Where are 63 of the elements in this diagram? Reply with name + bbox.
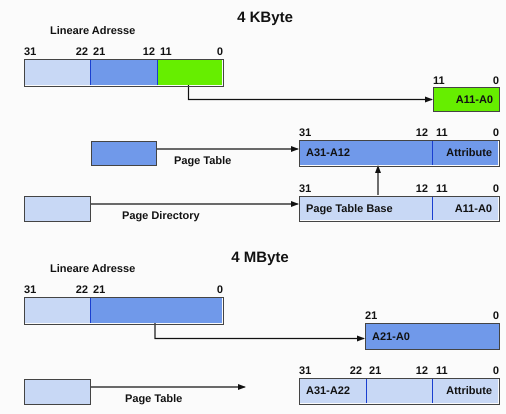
bit-number: 21 [93,47,106,58]
bit-number: 0 [216,47,223,58]
bit-number: 0 [492,128,499,139]
register-field: Page Table Base [300,197,432,220]
table-box [24,196,91,222]
bit-number: 31 [24,47,36,58]
register-field: Attribute [432,141,498,165]
register-bar [299,196,500,222]
bit-number: 11 [436,128,448,139]
bit-number: 21 [93,285,106,296]
edge-label: Page Directory [122,211,200,222]
bit-number: 0 [492,366,499,377]
register-field [25,60,90,85]
arrow [157,146,299,152]
offset-box: A21-A0 [365,323,500,350]
arrow [91,384,246,390]
section-heading: 4 MByte [231,250,289,265]
register-field [90,60,157,85]
bit-number: 11 [436,184,448,195]
arrow [91,201,299,207]
register-field [90,298,222,323]
edge-label: Page Table [174,156,232,167]
bit-number: 0 [216,285,223,296]
table-box [24,379,91,405]
register-field [366,379,432,403]
register-field: A31-A22 [300,379,366,403]
register-field [25,298,90,323]
section-heading: 4 KByte [237,10,293,25]
arrow [188,85,433,102]
bit-number: 22 [350,366,362,377]
table-box [91,141,157,166]
bit-number: 22 [76,285,88,296]
bit-number: 11 [436,366,448,377]
offset-box: A11-A0 [433,87,500,112]
register-field: A31-A12 [300,141,432,165]
bit-number: 22 [76,47,88,58]
bit-number: 12 [142,47,155,58]
bit-number: 11 [160,47,172,58]
bit-number: 0 [492,184,499,195]
arrow [154,323,365,342]
bit-number: 0 [492,311,499,322]
bit-number: 11 [433,76,445,87]
register-bar [299,140,500,167]
register-caption: Lineare Adresse [50,26,136,37]
bit-number: 12 [416,128,428,139]
register-bar [299,378,500,405]
register-bar [24,297,224,325]
bit-number: 31 [299,184,312,195]
register-caption: Lineare Adresse [50,264,136,275]
bit-number: 31 [299,366,312,377]
arrow [375,165,381,195]
bit-number: 21 [365,311,378,322]
bit-number: 12 [416,184,428,195]
register-bar [24,59,224,87]
bit-number: 21 [369,366,382,377]
register-field: Attribute [432,379,498,403]
bit-number: 31 [24,285,36,296]
bit-number: 31 [299,128,312,139]
bit-number: 12 [416,366,428,377]
edge-label: Page Table [125,394,182,405]
register-field [157,60,222,85]
bit-number: 0 [492,76,499,87]
register-field: A11-A0 [432,197,498,220]
